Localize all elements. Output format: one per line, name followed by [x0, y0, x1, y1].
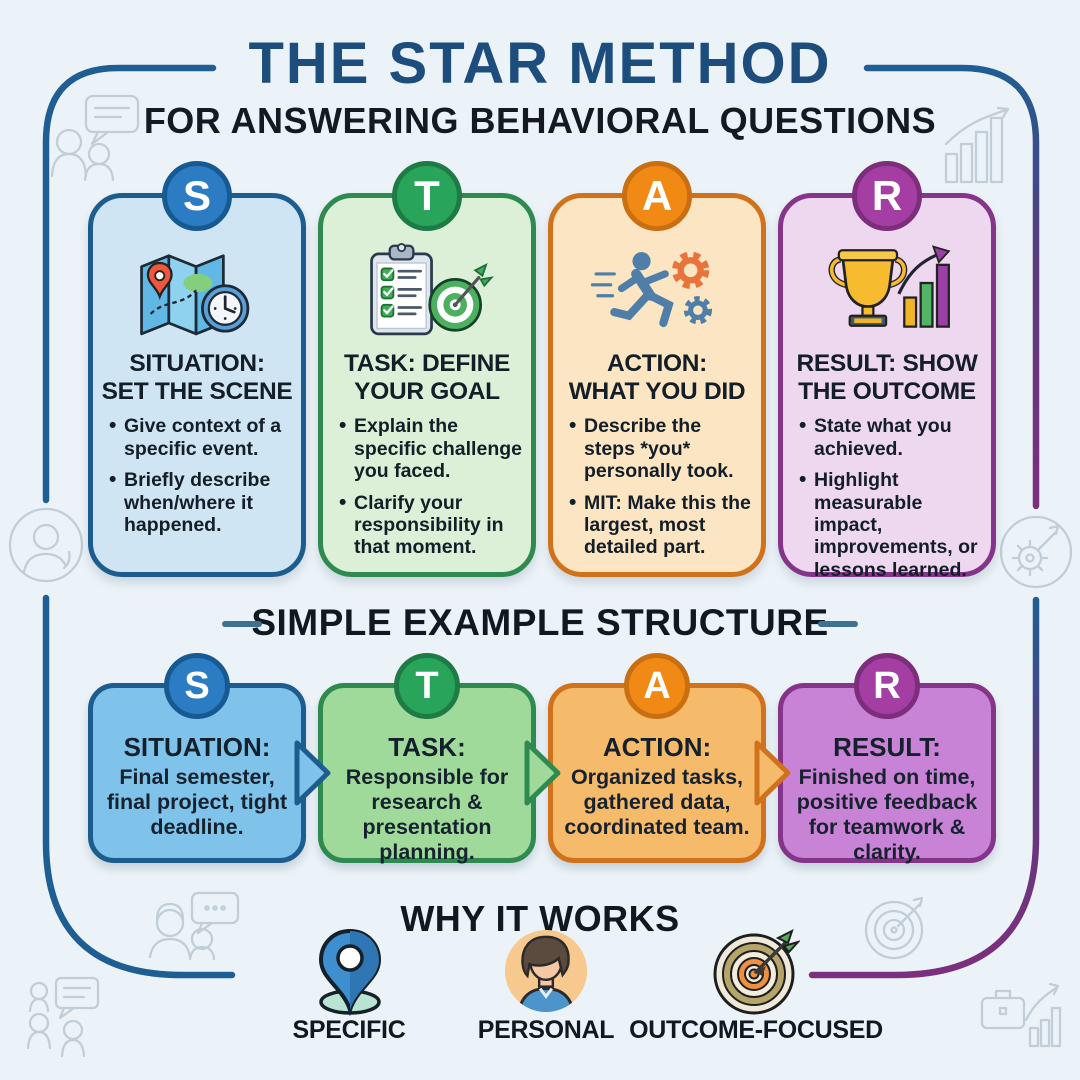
left-frame-line: [42, 64, 236, 979]
arrow-right-icon: [754, 740, 791, 806]
result-bullets: State what you achieved. Highlight measu…: [799, 414, 983, 581]
situation-card: S SITUATION: SET THE SCENE: [88, 161, 306, 577]
outcome-focused-label: OUTCOME-FOCUSED: [629, 1016, 883, 1044]
task-bullets: Explain the specific challenge you faced…: [339, 414, 523, 559]
result-card: R RESULT: SHOW THE OUTCOME: [778, 161, 996, 581]
personal-label: PERSONAL: [477, 1016, 615, 1044]
target-faint-icon: [864, 896, 924, 960]
bullet: Highlight measurable impact, improvement…: [799, 468, 983, 581]
arrow-right-icon: [524, 740, 561, 806]
action-title: ACTION: WHAT YOU DID: [568, 350, 746, 405]
letter-t: T: [415, 664, 439, 707]
action-card: A: [548, 161, 766, 577]
runner-gears-icon: [553, 238, 761, 348]
bullet: Explain the specific challenge you faced…: [339, 414, 523, 482]
briefcase-chart-icon: [980, 982, 1062, 1048]
task-example-card: T TASK: Responsible for research & prese…: [318, 653, 536, 864]
action-example-title: ACTION:: [602, 732, 712, 762]
person-icon: [504, 929, 588, 1013]
map-clock-icon: [93, 238, 301, 348]
situation-example-text: Final semester, final project, tight dea…: [106, 765, 288, 839]
checklist-target-icon: [323, 238, 531, 348]
heading-dash-left: [222, 621, 262, 627]
letter-s: S: [184, 664, 210, 707]
right-frame-line: [808, 64, 1040, 979]
page-subtitle: FOR ANSWERING BEHAVIORAL QUESTIONS: [143, 100, 937, 141]
bullet: Give context of a specific event.: [109, 414, 293, 460]
trophy-chart-icon: [783, 238, 991, 348]
bullet: Clarify your responsibility in that mome…: [339, 491, 523, 559]
chat-people-icon: [50, 94, 140, 182]
arrow-right-icon: [294, 740, 331, 806]
situation-bullets: Give context of a specific event. Briefl…: [109, 414, 293, 536]
letter-r: R: [871, 172, 903, 219]
task-example-text: Responsible for research & presentation …: [345, 765, 509, 864]
situation-example-badge: S: [164, 653, 230, 719]
letter-t: T: [414, 172, 440, 219]
action-example-text: Organized tasks, gathered data, coordina…: [564, 765, 750, 839]
situation-example-title: SITUATION:: [123, 732, 271, 762]
task-example-badge: T: [394, 653, 460, 719]
letter-a: A: [641, 172, 673, 219]
people-chat-icon: [26, 976, 100, 1058]
bullet: Briefly describe when/where it happened.: [109, 468, 293, 536]
action-bullets: Describe the steps *you* personally took…: [569, 414, 753, 559]
location-pin-icon: [318, 928, 382, 1016]
action-letter-badge: A: [622, 161, 692, 231]
page-title: THE STAR METHOD: [248, 31, 832, 96]
action-example-badge: A: [624, 653, 690, 719]
woman-chat-icon: [148, 891, 240, 961]
task-title: TASK: DEFINE YOUR GOAL: [343, 350, 511, 405]
task-example-title: TASK:: [388, 732, 466, 762]
gear-target-circle-icon: [999, 515, 1073, 589]
task-letter-badge: T: [392, 161, 462, 231]
growth-chart-icon: [944, 106, 1010, 184]
target-icon: [713, 929, 800, 1015]
result-example-title: RESULT:: [833, 732, 941, 762]
example-section-heading: SIMPLE EXAMPLE STRUCTURE: [251, 602, 829, 643]
letter-s: S: [182, 172, 211, 219]
result-example-card: R RESULT: Finished on time, positive fee…: [778, 653, 996, 864]
result-letter-badge: R: [852, 161, 922, 231]
action-example-card: A ACTION: Organized tasks, gathered data…: [548, 653, 766, 863]
situation-title: SITUATION: SET THE SCENE: [101, 350, 293, 405]
task-card: T: [318, 161, 536, 577]
letter-a: A: [643, 664, 671, 707]
heading-dash-right: [818, 621, 858, 627]
situation-letter-badge: S: [162, 161, 232, 231]
letter-r: R: [873, 664, 901, 707]
person-circle-icon: [8, 507, 84, 583]
result-example-text: Finished on time, positive feedback for …: [796, 765, 978, 864]
bullet: State what you achieved.: [799, 414, 983, 460]
bullet: MIT: Make this the largest, most detaile…: [569, 491, 753, 559]
bullet: Describe the steps *you* personally took…: [569, 414, 753, 482]
specific-label: SPECIFIC: [292, 1016, 406, 1044]
result-example-badge: R: [854, 653, 920, 719]
situation-example-card: S SITUATION: Final semester, final proje…: [88, 653, 306, 863]
result-title: RESULT: SHOW THE OUTCOME: [796, 350, 978, 405]
